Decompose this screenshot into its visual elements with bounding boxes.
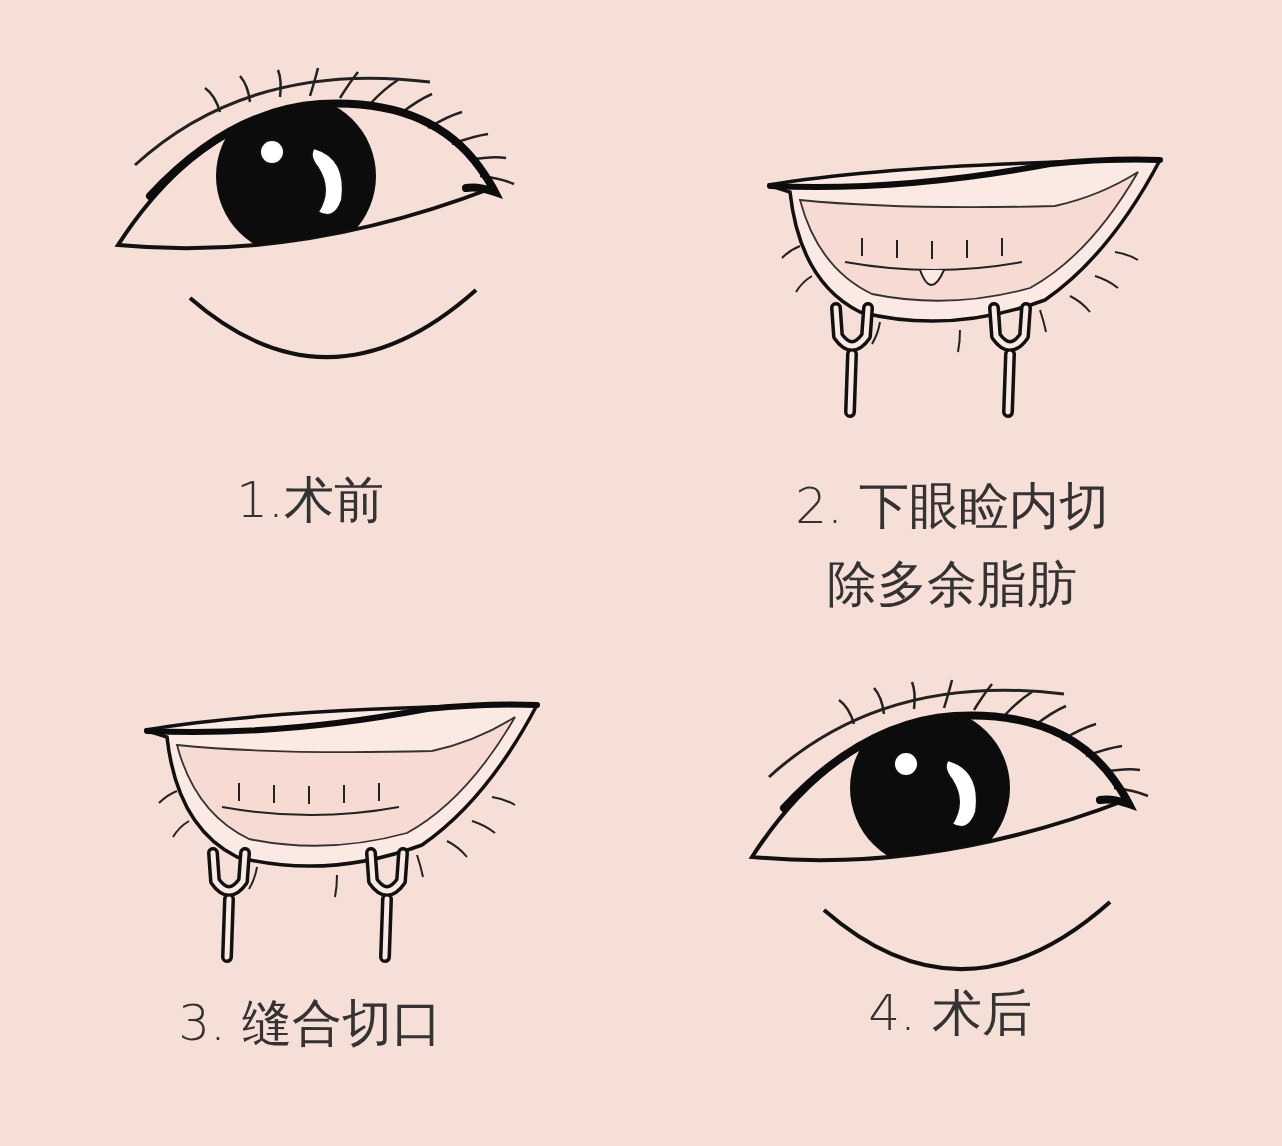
step-caption: 1.术前 xyxy=(10,462,610,540)
step-caption: 4. 术后 xyxy=(650,975,1250,1053)
eye-after xyxy=(752,680,1148,969)
eye-before xyxy=(118,68,514,357)
lid-incision xyxy=(768,160,1160,413)
lid-sutured xyxy=(145,705,537,958)
step-caption: 2. 下眼睑内切 除多余脂肪 xyxy=(757,468,1147,623)
step-caption: 3. 缝合切口 xyxy=(10,985,610,1063)
